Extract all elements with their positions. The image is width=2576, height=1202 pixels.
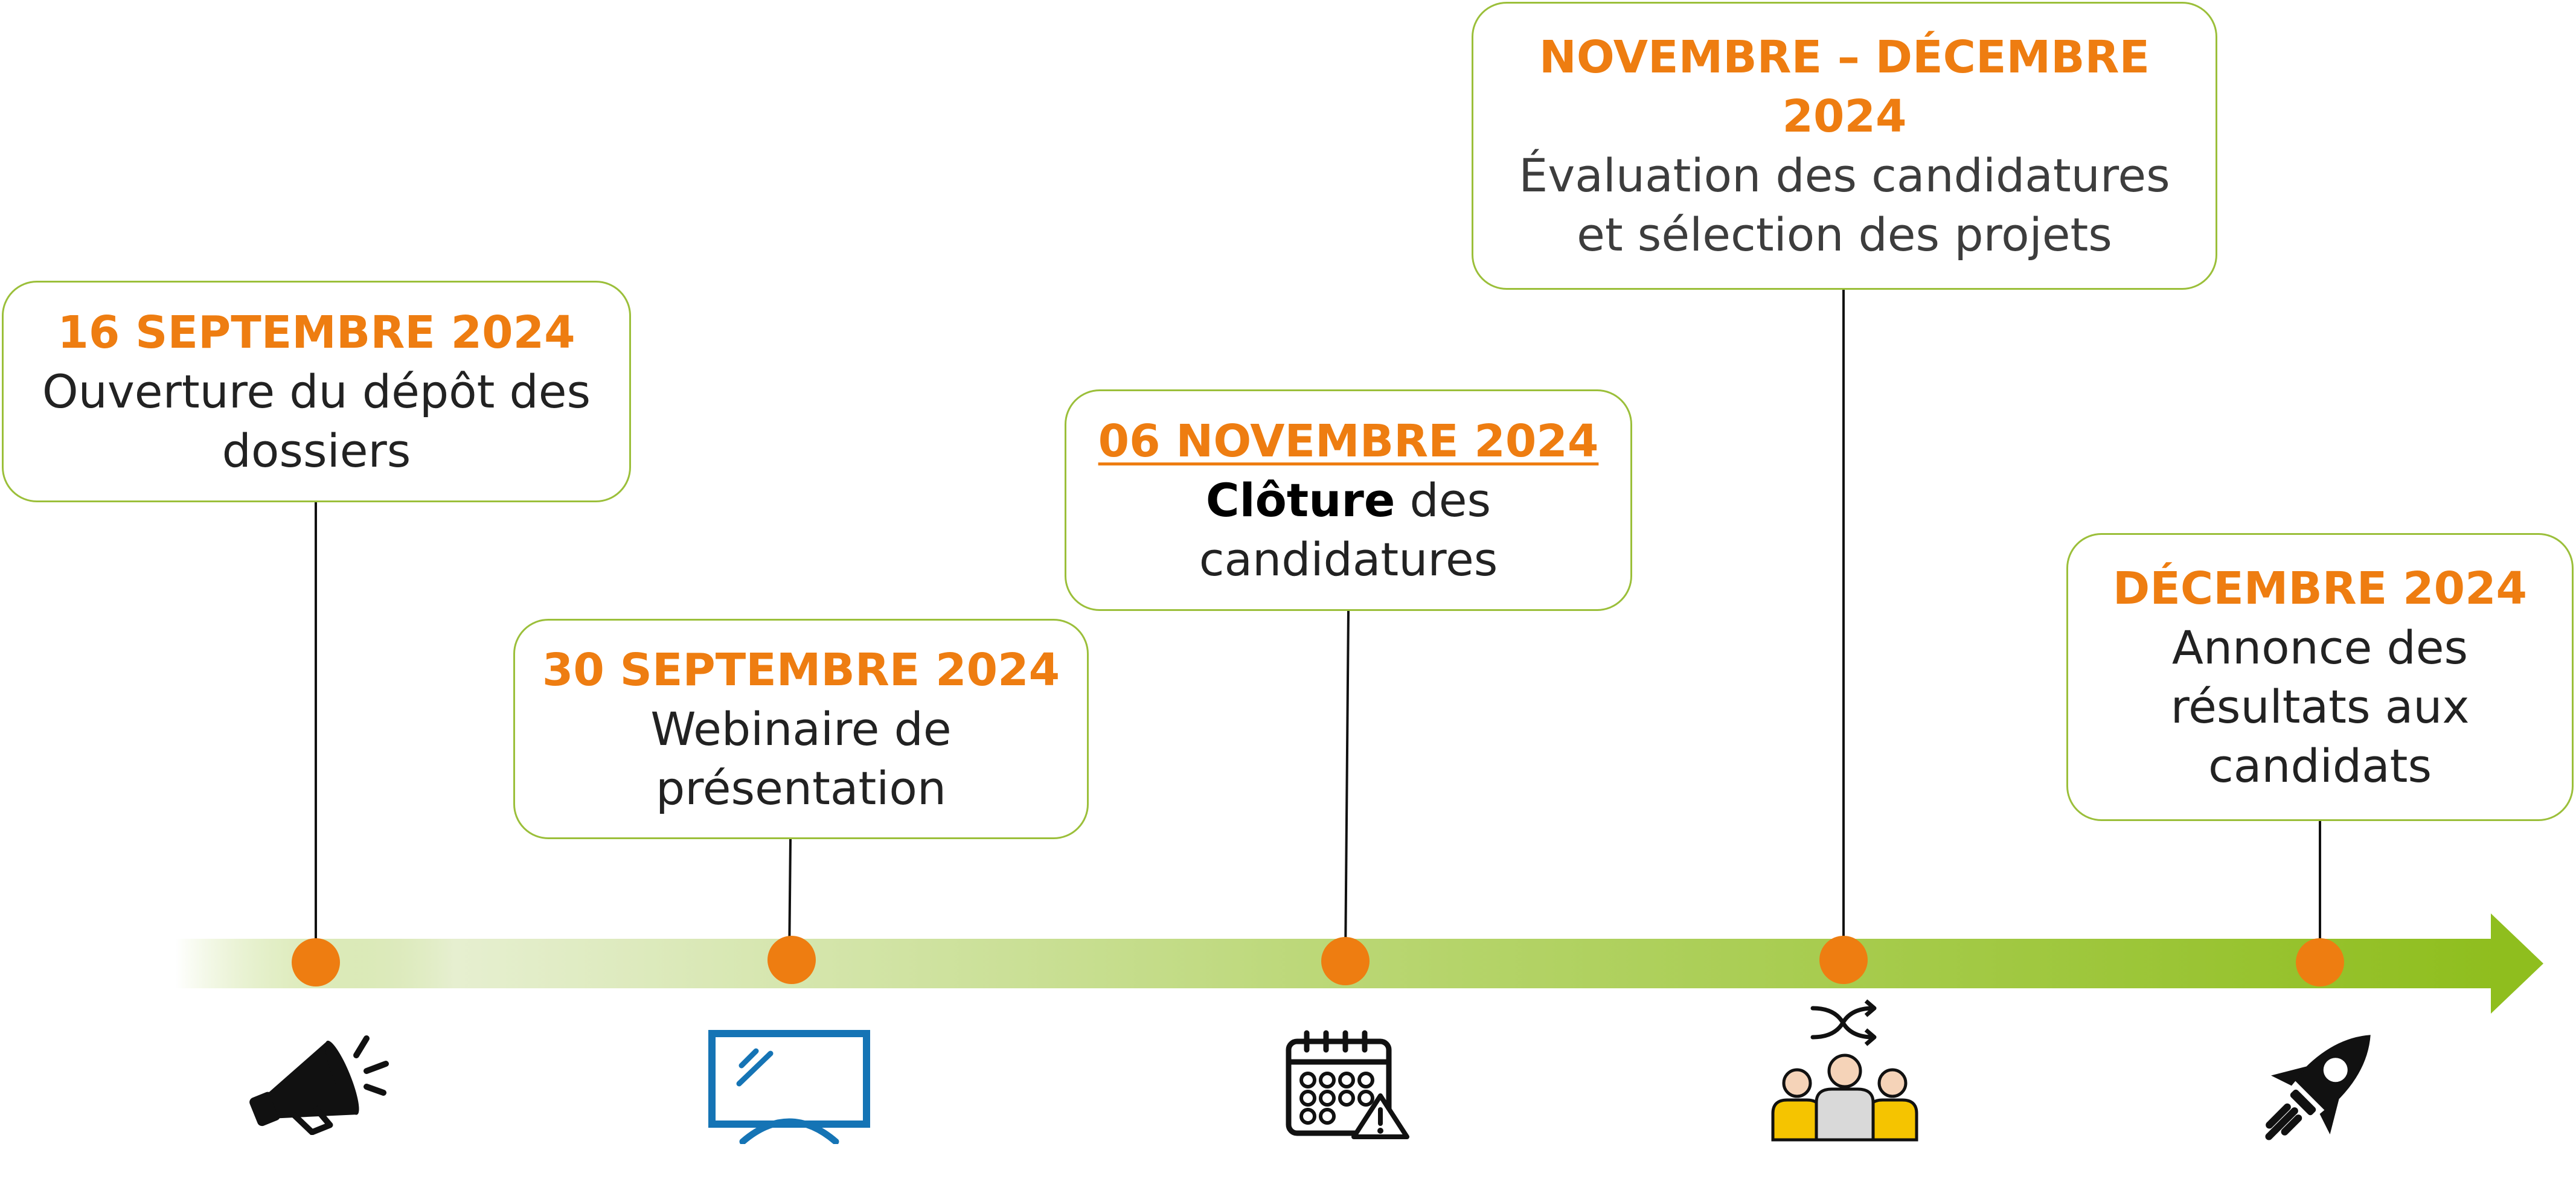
rocket-icon [2265,1035,2371,1140]
calendar-warning-icon [1286,1030,1409,1139]
event-desc-4: Évaluation des candidatures et sélection… [1519,148,2170,261]
event-box-5: DÉCEMBRE 2024 Annonce des résultats aux … [2066,533,2574,821]
timeline-dot-5 [2296,938,2344,986]
connector-line-3 [1344,610,1350,962]
event-desc-1: Ouverture du dépôt des dossiers [42,364,591,478]
timeline-dot-4 [1819,936,1868,984]
event-date-2: 30 SEPTEMBRE 2024 [542,644,1060,696]
event-desc-2: Webinaire de présentation [650,702,952,815]
event-date-1: 16 SEPTEMBRE 2024 [57,306,575,359]
event-box-1: 16 SEPTEMBRE 2024 Ouverture du dépôt des… [2,281,631,502]
timeline-dot-1 [292,938,340,986]
event-desc-5: Annonce des résultats aux candidats [2170,620,2470,793]
event-desc-3-bold: Clôture [1205,473,1395,527]
event-box-4: NOVEMBRE – DÉCEMBRE 2024 Évaluation des … [1472,2,2217,290]
event-box-3: 06 NOVEMBRE 2024 Clôture des candidature… [1065,389,1632,611]
event-desc-3: Clôture des candidatures [1179,471,1517,589]
event-date-5: DÉCEMBRE 2024 [2112,562,2528,615]
timeline-dot-3 [1321,937,1370,985]
event-desc-3-rest: des candidatures [1199,473,1498,586]
team-shuffle-icon [1771,999,1918,1142]
event-box-2: 30 SEPTEMBRE 2024 Webinaire de présentat… [513,619,1089,839]
timeline-dot-2 [767,936,816,984]
monitor-icon [708,1030,870,1144]
megaphone-icon [249,1035,389,1135]
event-date-4: NOVEMBRE – DÉCEMBRE 2024 [1539,31,2150,142]
event-date-3: 06 NOVEMBRE 2024 [1098,415,1599,467]
